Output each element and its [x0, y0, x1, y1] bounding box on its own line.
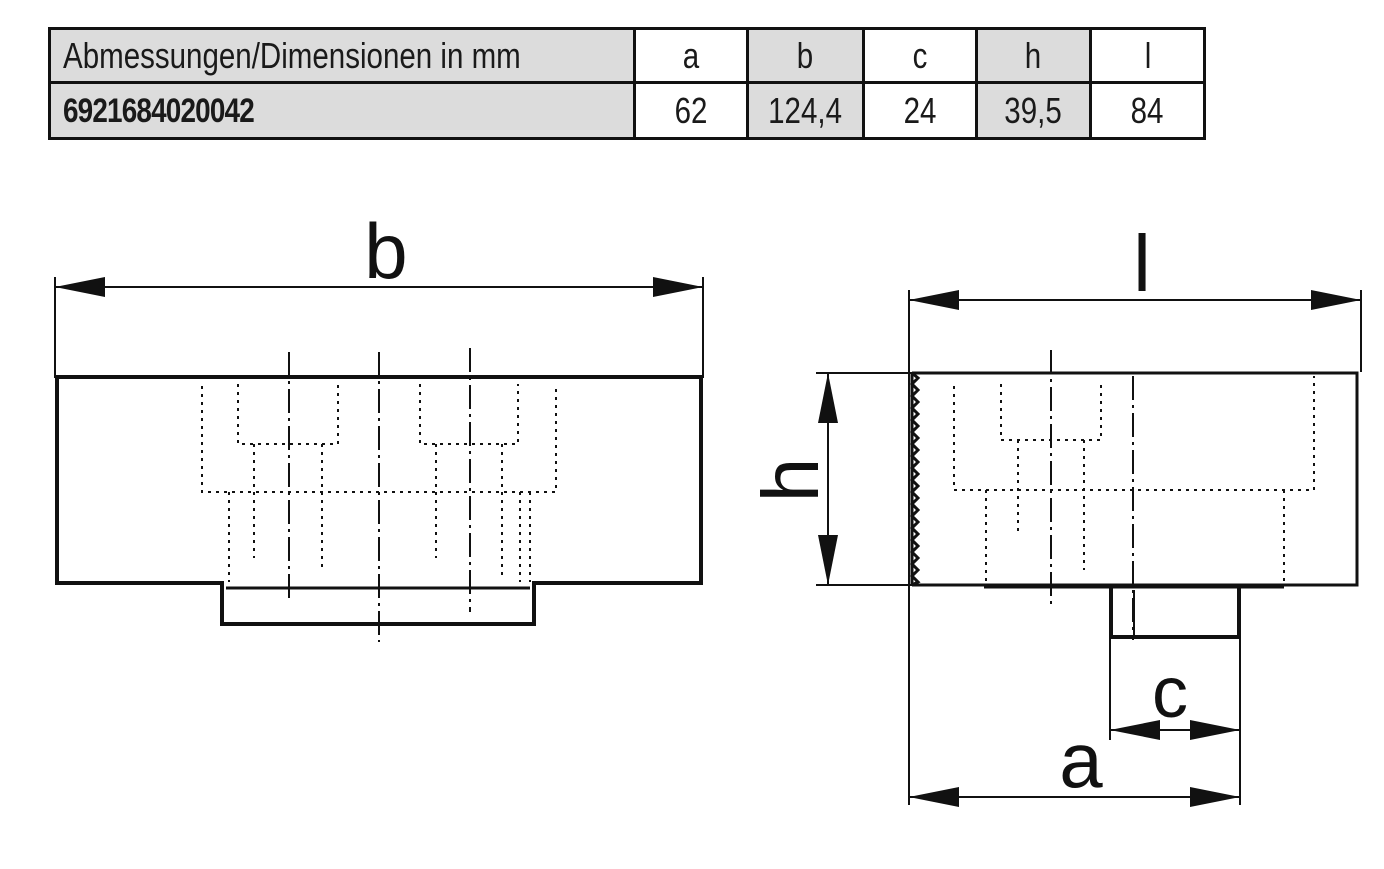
col-header-h: h — [975, 27, 1092, 84]
col-header-a: a — [633, 27, 749, 84]
part-number: 6921684020042 — [63, 92, 255, 130]
side-hidden-lines — [953, 376, 1315, 582]
col-header-b: b — [746, 27, 865, 84]
label-h: h — [746, 458, 835, 503]
label-b: b — [364, 207, 407, 295]
side-body-outline — [912, 371, 1359, 587]
value-b: 124,4 — [746, 81, 865, 140]
side-center-lines — [1050, 350, 1134, 640]
front-body-outline — [55, 375, 703, 626]
value-c: 24 — [862, 81, 978, 140]
label-c: c — [1152, 653, 1188, 733]
label-a: a — [1059, 716, 1103, 804]
value-h: 39,5 — [975, 81, 1092, 140]
header-label-cell: Abmessungen/Dimensionen in mm — [48, 27, 636, 84]
part-number-cell: 6921684020042 — [48, 81, 636, 140]
col-header-c: c — [862, 27, 978, 84]
dimensions-table: Abmessungen/Dimensionen in mm a b c h l … — [48, 27, 1206, 140]
side-view: l h c a — [746, 219, 1362, 807]
label-l: l — [1133, 219, 1151, 308]
front-view: b — [54, 207, 704, 642]
side-tenon — [1109, 587, 1241, 639]
header-label: Abmessungen/Dimensionen in mm — [63, 35, 521, 76]
value-a: 62 — [633, 81, 749, 140]
table-value-row: 6921684020042 62 124,4 24 39,5 84 — [48, 81, 1206, 140]
value-l: 84 — [1089, 81, 1206, 140]
front-center-lines — [288, 348, 471, 642]
front-hidden-lines — [201, 384, 557, 582]
col-header-l: l — [1089, 27, 1206, 84]
table-header-row: Abmessungen/Dimensionen in mm a b c h l — [48, 27, 1206, 84]
